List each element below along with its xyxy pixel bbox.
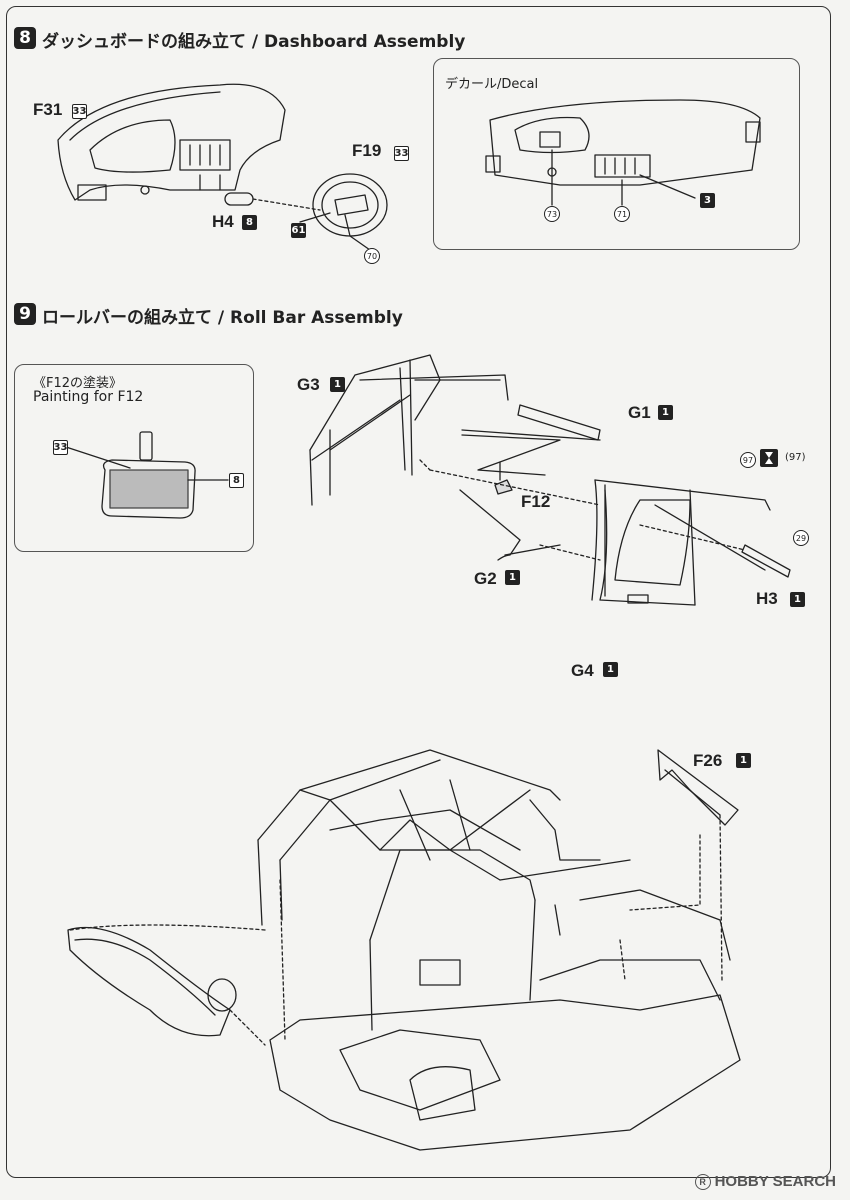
step-8-badge: 8 <box>14 27 36 49</box>
decal-inset-box <box>433 58 800 250</box>
part-f19-color: 33 <box>394 146 409 161</box>
decal-29-marker: 29 <box>793 530 809 546</box>
decal-97-marker: 97 <box>740 452 756 468</box>
decal-73-marker: 73 <box>544 206 560 222</box>
part-g4-qty: 1 <box>603 662 618 677</box>
part-g3-label: G3 <box>297 375 320 394</box>
decal-97-paren: (97) <box>785 452 806 463</box>
part-f31-color: 33 <box>72 104 87 119</box>
part-h4-label: H4 <box>212 212 234 231</box>
part-f19-label: F19 <box>352 141 382 160</box>
h4-part-illustration <box>224 192 254 206</box>
decal-71-marker: 71 <box>614 206 630 222</box>
steering-color-badge: 61 <box>291 223 306 238</box>
part-g2-label: G2 <box>474 569 497 588</box>
painting-inset-box <box>14 364 254 552</box>
part-g4-label: G4 <box>571 661 594 680</box>
assembled-roll-cage-illustration <box>257 749 741 1151</box>
hourglass-icon <box>765 452 773 464</box>
part-h4-color: 8 <box>242 215 257 230</box>
part-f26-label: F26 <box>693 751 723 770</box>
part-g2-qty: 1 <box>505 570 520 585</box>
step-9-title: ロールバーの組み立て / Roll Bar Assembly <box>42 308 403 328</box>
decal-inset-title: デカール/Decal <box>445 77 539 92</box>
painting-inset-title-en: Painting for F12 <box>33 389 144 405</box>
part-g1-label: G1 <box>628 403 651 422</box>
painting-inset-title-jp: 《F12の塗装》 <box>33 376 123 391</box>
decal-dashboard-illustration <box>485 99 761 206</box>
registered-icon: R <box>694 1173 711 1190</box>
part-g3-qty: 1 <box>330 377 345 392</box>
f12-painting-illustration <box>65 431 229 519</box>
decal-placement-icon <box>760 449 778 467</box>
f26-part-illustration <box>657 749 739 826</box>
watermark-text: HOBBY SEARCH <box>714 1173 836 1190</box>
page-border <box>6 6 831 1178</box>
step-8-title: ダッシュボードの組み立て / Dashboard Assembly <box>42 32 466 52</box>
steering-wheel-illustration <box>312 173 388 237</box>
hobby-search-watermark: R HOBBY SEARCH <box>694 1173 836 1190</box>
part-h3-qty: 1 <box>790 592 805 607</box>
painting-color-33: 33 <box>53 440 68 455</box>
painting-color-8: 8 <box>229 473 244 488</box>
part-h3-label: H3 <box>756 589 778 608</box>
steering-decal-number: 70 <box>364 248 380 264</box>
part-f31-label: F31 <box>33 100 63 119</box>
assembly-dashboard-illustration <box>67 926 237 1037</box>
part-g1-qty: 1 <box>658 405 673 420</box>
part-f12-label: F12 <box>521 492 551 511</box>
part-f26-qty: 1 <box>736 753 751 768</box>
step-9-badge: 9 <box>14 303 36 325</box>
dashboard-illustration <box>57 83 286 201</box>
roll-bar-exploded-illustration <box>309 354 791 606</box>
decal-inset-color-badge: 3 <box>700 193 715 208</box>
